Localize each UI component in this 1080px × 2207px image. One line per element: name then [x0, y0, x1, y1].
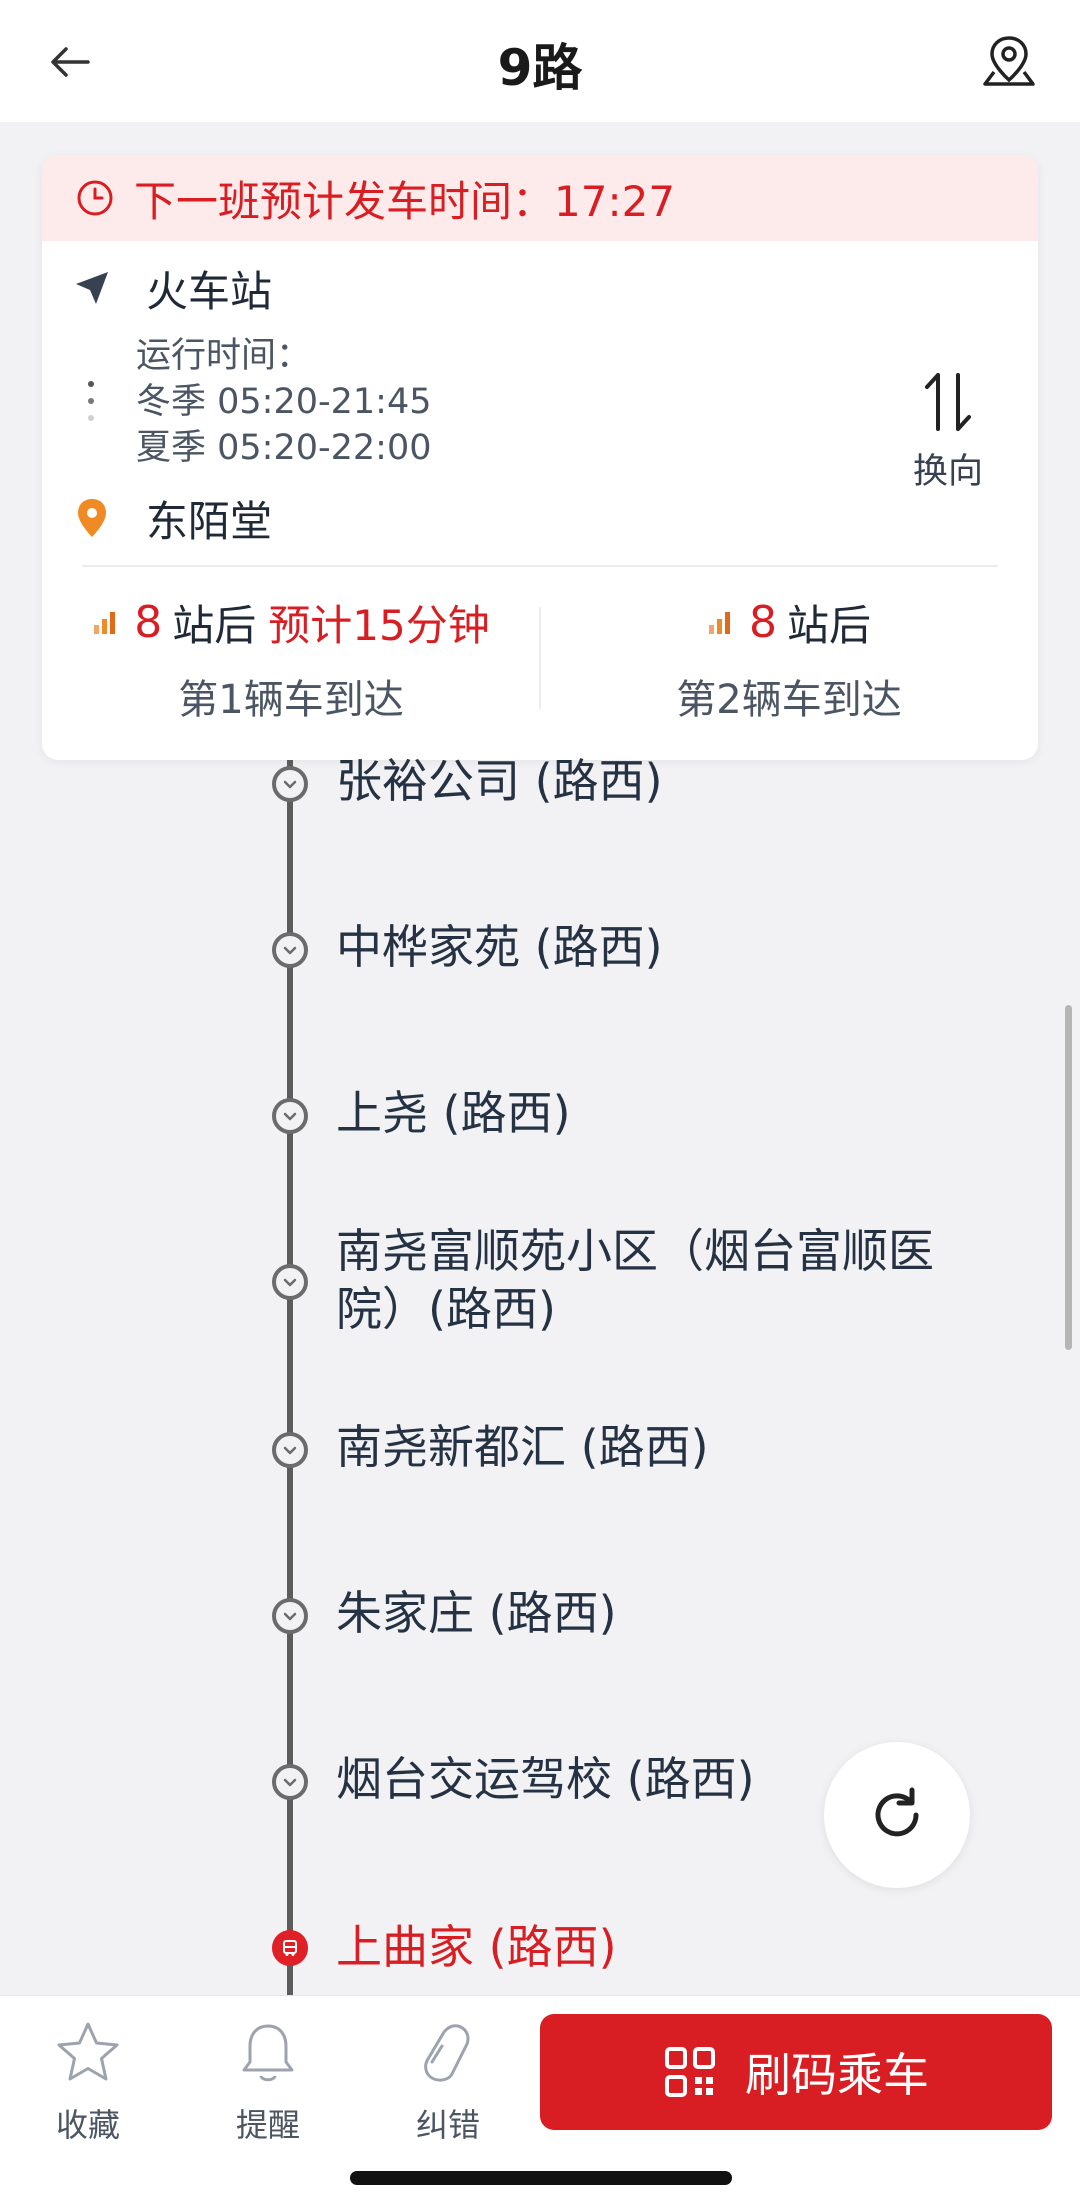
correction-button[interactable]: 纠错 — [388, 2018, 508, 2146]
arrival-stops-count: 8 — [748, 596, 777, 648]
stop-name: 烟台交运驾校 (路西) — [336, 1752, 755, 1806]
route-info-card: 下一班预计发车时间：17:27 火车站 运行时间： 冬季 05:20-21:45… — [42, 155, 1038, 760]
swap-direction-icon — [925, 373, 971, 431]
stop-marker — [272, 766, 308, 802]
arrival-stops-count: 8 — [134, 596, 163, 648]
favorite-label: 收藏 — [55, 2106, 120, 2144]
operating-time-label: 运行时间： — [136, 336, 312, 376]
back-arrow-icon — [51, 47, 90, 77]
arrival-first-vehicle: 8 站后 预计15分钟 第1辆车到达 — [42, 591, 540, 725]
stop-marker — [272, 1264, 308, 1300]
stop-name: 上曲家 (路西) — [336, 1920, 617, 1974]
route-dots-icon — [88, 381, 94, 421]
card-divider — [82, 565, 998, 567]
bus-icon — [283, 1940, 297, 1956]
arrival-stops-suffix: 站后 — [786, 600, 871, 650]
stop-name: 张裕公司 (路西) — [336, 754, 663, 808]
arrival-column-divider — [539, 607, 541, 709]
home-indicator — [350, 2171, 732, 2185]
switch-direction-label: 换向 — [912, 452, 983, 492]
chevron-down-icon — [283, 1612, 297, 1621]
chevron-down-icon — [283, 780, 297, 789]
top-navigation-bar: 9路 — [0, 0, 1080, 122]
remind-button[interactable]: 提醒 — [208, 2018, 328, 2146]
page-title: 9路 — [497, 39, 583, 97]
correction-icon — [424, 2024, 470, 2082]
remind-label: 提醒 — [235, 2106, 300, 2144]
stop-name: 朱家庄 (路西) — [336, 1586, 617, 1640]
qr-code-icon — [665, 2047, 715, 2097]
clock-icon — [77, 180, 113, 216]
from-station-row: 火车站 — [72, 255, 272, 321]
map-location-icon — [983, 36, 1035, 86]
arrival-eta: 预计15分钟 — [268, 600, 490, 650]
bottom-action-bar: 收藏 提醒 纠错 刷码乘车 — [0, 1995, 1080, 2207]
map-view-button[interactable] — [976, 28, 1042, 94]
winter-hours: 冬季 05:20-21:45 — [136, 382, 432, 422]
from-station-name: 火车站 — [146, 266, 273, 316]
stop-marker — [272, 932, 308, 968]
stop-marker — [272, 1764, 308, 1800]
star-icon — [57, 2022, 119, 2081]
back-button[interactable] — [38, 30, 102, 94]
scan-to-ride-label: 刷码乘车 — [745, 2048, 929, 2102]
chevron-down-icon — [283, 1112, 297, 1121]
signal-icon — [94, 612, 116, 634]
arrival-label: 第1辆车到达 — [178, 677, 404, 723]
chevron-down-icon — [283, 946, 297, 955]
next-departure-banner: 下一班预计发车时间：17:27 — [42, 155, 1038, 241]
to-station-name: 东陌堂 — [146, 496, 273, 546]
stop-name: 南尧富顺苑小区（烟台富顺医院）(路西) — [336, 1224, 934, 1336]
navigation-arrow-icon — [76, 272, 108, 304]
scrollbar[interactable] — [1065, 1005, 1072, 1350]
next-departure-text: 下一班预计发车时间：17:27 — [134, 176, 676, 226]
switch-direction-button[interactable]: 换向 — [900, 369, 996, 499]
chevron-down-icon — [283, 1278, 297, 1287]
bell-icon — [242, 2024, 294, 2082]
stop-marker — [272, 1432, 308, 1468]
stop-marker — [272, 1598, 308, 1634]
stop-name: 南尧新都汇 (路西) — [336, 1420, 709, 1474]
summer-hours: 夏季 05:20-22:00 — [136, 428, 432, 468]
arrival-second-vehicle: 8 站后 第2辆车到达 — [540, 591, 1038, 725]
bus-stop-marker — [272, 1930, 308, 1966]
refresh-icon — [875, 1787, 919, 1837]
scan-to-ride-button[interactable]: 刷码乘车 — [540, 2014, 1052, 2130]
signal-icon — [708, 612, 730, 634]
route-line — [287, 760, 293, 2000]
stop-marker — [272, 1098, 308, 1134]
stop-name: 上尧 (路西) — [336, 1086, 571, 1140]
arrival-label: 第2辆车到达 — [676, 677, 902, 723]
refresh-button[interactable] — [824, 1742, 970, 1888]
to-station-row: 东陌堂 — [72, 485, 272, 551]
correction-label: 纠错 — [415, 2106, 480, 2144]
chevron-down-icon — [283, 1446, 297, 1455]
arrival-stops-suffix: 站后 — [172, 600, 257, 650]
stop-name: 中桦家苑 (路西) — [336, 920, 663, 974]
chevron-down-icon — [283, 1778, 297, 1787]
favorite-button[interactable]: 收藏 — [28, 2018, 148, 2146]
location-pin-icon — [78, 499, 106, 537]
